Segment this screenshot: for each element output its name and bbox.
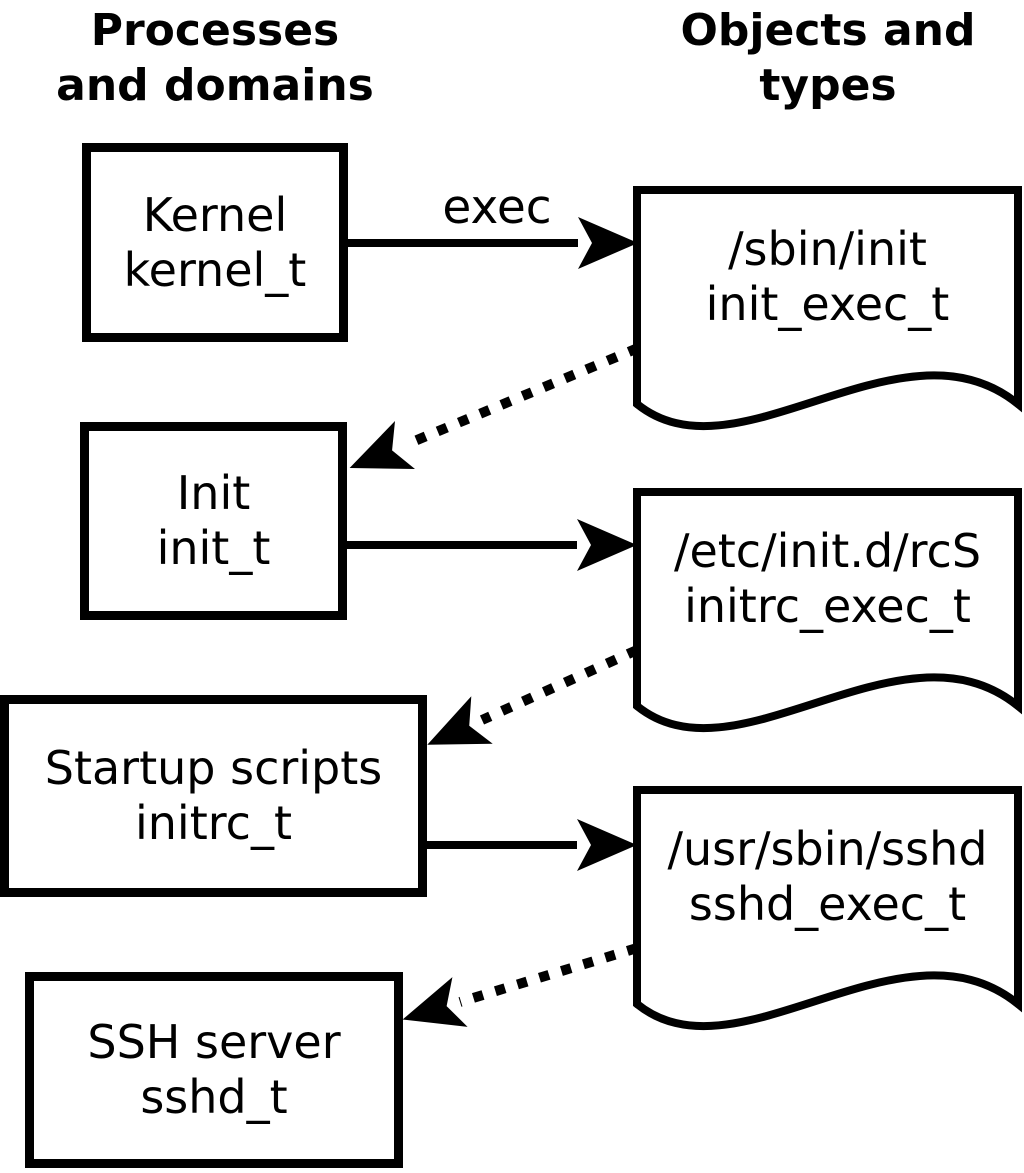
transition-arrow-initrcexec-to-initrc xyxy=(427,645,640,745)
process-domain-type: initrc_t xyxy=(135,796,292,850)
header-line: and domains xyxy=(56,60,374,111)
process-domain-type: init_t xyxy=(156,521,271,575)
object-type: sshd_exec_t xyxy=(688,877,967,931)
column-header-processes: Processes and domains xyxy=(30,3,400,113)
process-domain-type: sshd_t xyxy=(140,1070,288,1124)
process-name: Kernel xyxy=(142,187,288,242)
document-shape-usr-sbin-sshd xyxy=(633,786,1022,1030)
object-doc-text-sbin-init: /sbin/init init_exec_t xyxy=(637,190,1018,364)
process-name: Startup scripts xyxy=(44,741,383,795)
object-doc-text-usr-sbin-sshd: /usr/sbin/sshd sshd_exec_t xyxy=(637,790,1018,964)
object-doc-text-etc-initd-rcs: /etc/init.d/rcS initrc_exec_t xyxy=(637,492,1018,666)
column-header-objects: Objects and types xyxy=(640,3,1016,113)
exec-edge-label: exec xyxy=(442,180,552,235)
process-name: Init xyxy=(176,466,251,520)
transition-arrow-sshdexec-to-sshd xyxy=(402,943,639,1027)
object-type: init_exec_t xyxy=(705,277,950,331)
process-name: SSH server xyxy=(87,1015,341,1069)
document-shape-sbin-init xyxy=(633,186,1022,430)
header-line: types xyxy=(759,60,897,111)
object-type: initrc_exec_t xyxy=(684,579,971,633)
process-box-startup-scripts: Startup scripts initrc_t xyxy=(0,695,427,897)
transition-arrow-initexec-to-init xyxy=(349,343,640,470)
header-line: Processes xyxy=(90,5,340,56)
process-domain-type: kernel_t xyxy=(123,242,307,297)
object-path: /sbin/init xyxy=(728,222,927,276)
process-box-kernel: Kernel kernel_t xyxy=(82,143,348,342)
object-path: /usr/sbin/sshd xyxy=(667,822,988,876)
document-shape-etc-initd-rcs xyxy=(633,488,1022,732)
process-box-init: Init init_t xyxy=(80,422,347,620)
header-line: Objects and xyxy=(680,5,976,56)
object-path: /etc/init.d/rcS xyxy=(673,524,982,578)
process-box-ssh-server: SSH server sshd_t xyxy=(25,972,403,1168)
